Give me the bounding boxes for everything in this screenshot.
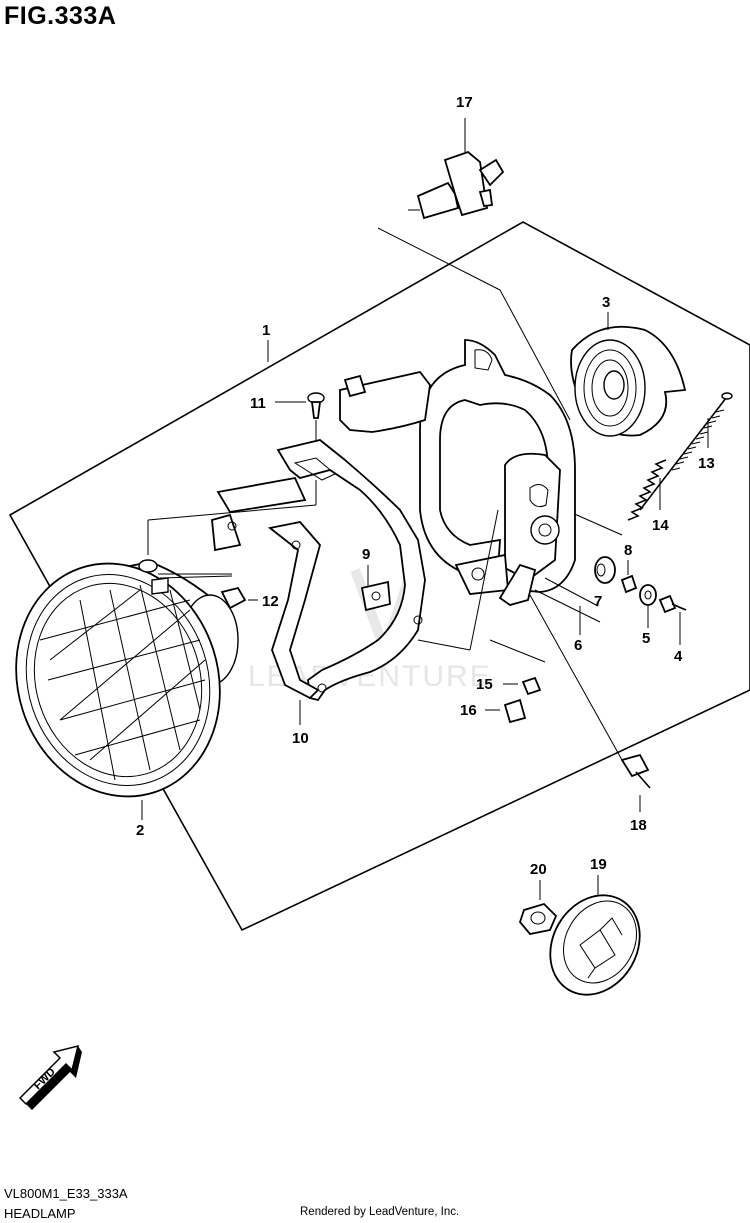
callout-4: 4 (674, 648, 683, 665)
callout-2: 2 (136, 822, 144, 839)
callout-7: 7 (594, 593, 602, 610)
callout-11: 11 (250, 395, 266, 412)
section-name: HEADLAMP (4, 1206, 76, 1221)
callout-10: 10 (292, 730, 309, 747)
callout-14: 14 (652, 517, 669, 534)
model-code: VL800M1_E33_333A (4, 1186, 128, 1201)
collar-part-16[interactable] (485, 698, 527, 724)
adjusting-screw-part-13[interactable] (639, 392, 733, 511)
leader-lines (147, 227, 571, 725)
callout-17: 17 (456, 94, 473, 111)
screw-part-11[interactable] (275, 392, 325, 440)
emblem-cover-part-19[interactable] (533, 875, 658, 1011)
washer-part-5[interactable] (639, 584, 657, 628)
bolt-part-4[interactable] (658, 594, 687, 645)
render-credit: Rendered by LeadVenture, Inc. (300, 1206, 460, 1218)
bulb-part-17[interactable] (408, 118, 505, 220)
callout-20: 20 (530, 861, 547, 878)
callout-12: 12 (262, 593, 279, 610)
spring-part-14[interactable] (569, 459, 667, 536)
callout-8: 8 (624, 542, 632, 559)
callout-1: 1 (262, 322, 270, 339)
collar-part-8[interactable] (620, 560, 638, 594)
cushion-part-7[interactable] (594, 556, 616, 584)
bolt-part-18[interactable] (620, 753, 651, 812)
nut-part-12[interactable] (220, 586, 258, 610)
callout-6: 6 (574, 637, 582, 654)
callout-9: 9 (362, 546, 370, 563)
assembly-outline (8, 221, 750, 932)
nut-part-20[interactable] (518, 880, 558, 935)
housing-frame-part-10[interactable] (419, 339, 576, 595)
housing-shell-part-3[interactable] (570, 312, 687, 437)
callout-18: 18 (630, 817, 647, 834)
callout-5: 5 (642, 630, 650, 647)
bracket-part-6[interactable] (498, 563, 601, 635)
callout-16: 16 (460, 702, 477, 719)
callout-labels: 1 2 3 4 5 6 7 8 9 10 11 12 13 14 15 16 1… (136, 94, 715, 878)
fwd-arrow-icon: FWD (18, 1044, 82, 1110)
nut-part-9[interactable] (360, 565, 391, 612)
callout-3: 3 (602, 294, 610, 311)
callout-13: 13 (698, 455, 715, 472)
figure-title: FIG.333A (4, 2, 117, 30)
callout-19: 19 (590, 856, 607, 873)
headlamp-unit-part-2[interactable] (0, 537, 250, 823)
nut-part-15[interactable] (503, 676, 542, 696)
callout-15: 15 (476, 676, 493, 693)
mounting-bracket[interactable] (211, 370, 431, 702)
